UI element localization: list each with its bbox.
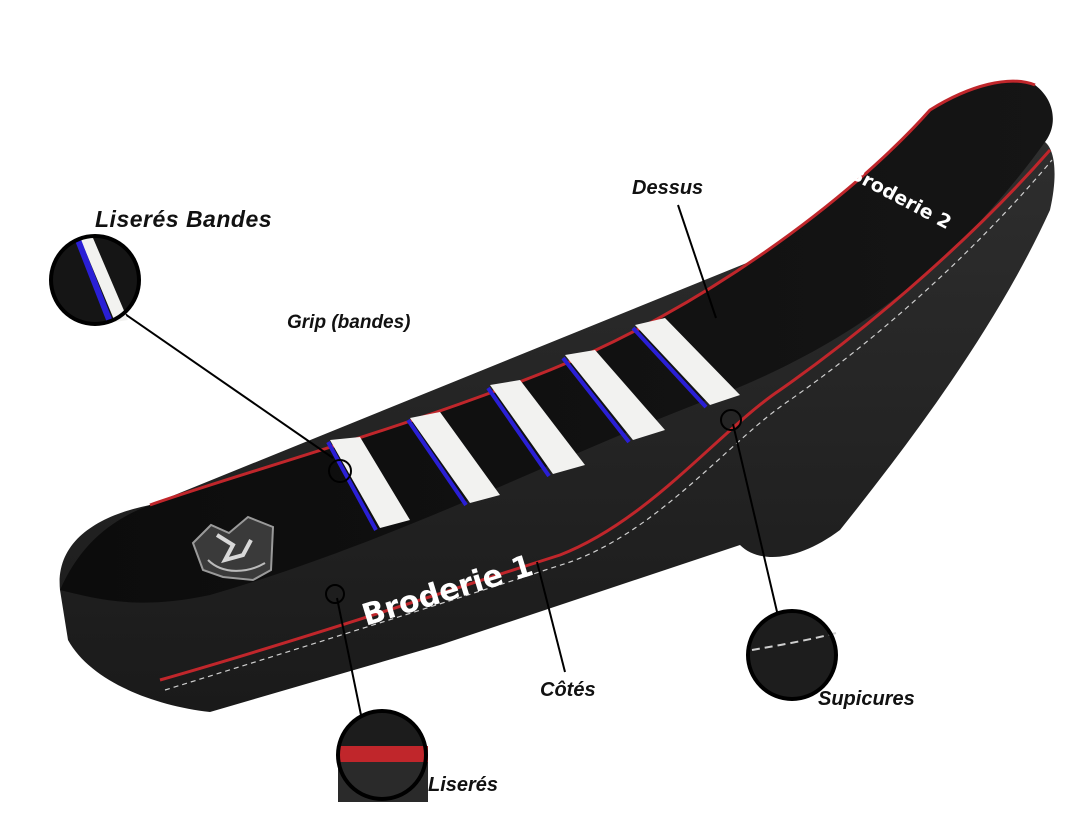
label-dessus: Dessus	[632, 177, 704, 199]
label-lisere-bandes: Liserés Bandes	[95, 206, 273, 232]
stitch-line	[164, 159, 1053, 691]
logo-emblem-icon	[191, 515, 275, 582]
label-supicures: Supicures	[818, 688, 915, 710]
zoom-circle-liseres	[336, 709, 428, 802]
piping-top-edge	[149, 79, 1036, 507]
zoom-circle-lisere-bandes	[49, 234, 141, 326]
seat-top-surface	[60, 81, 1053, 603]
label-cotes: Côtés	[540, 679, 596, 701]
label-grip: Grip (bandes)	[287, 312, 411, 333]
zoom-circle-supicures	[746, 609, 838, 701]
grip-stripes	[326, 318, 740, 531]
piping-side-seam	[159, 149, 1052, 682]
label-liseres: Liserés	[428, 774, 499, 796]
callout-markers	[325, 409, 742, 604]
callout-lines	[121, 204, 779, 716]
